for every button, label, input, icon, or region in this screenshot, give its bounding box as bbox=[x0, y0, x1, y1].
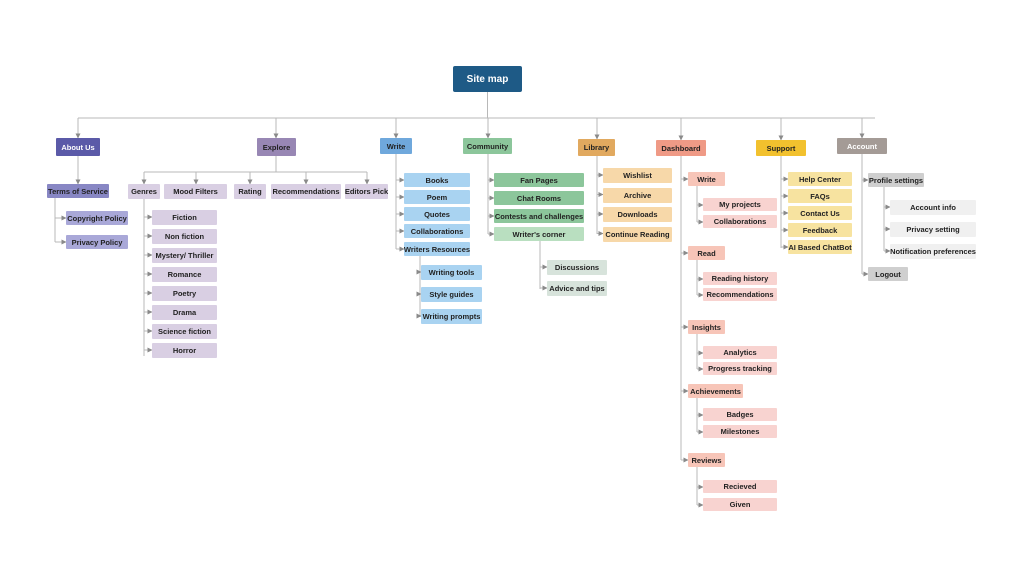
node-profile-settings: Profile settings bbox=[868, 173, 924, 187]
node-writers-resources: Writers Resources bbox=[404, 242, 470, 256]
node-recommendations: Recommendations bbox=[271, 184, 341, 199]
node-recommendations: Recommendations bbox=[703, 288, 777, 301]
node-editors-pick: Editors Pick bbox=[345, 184, 388, 199]
node-given: Given bbox=[703, 498, 777, 511]
node-privacy-setting: Privacy setting bbox=[890, 222, 976, 237]
node-wishlist: Wishlist bbox=[603, 168, 672, 183]
node-site-map: Site map bbox=[453, 66, 522, 92]
node-community: Community bbox=[463, 138, 512, 154]
node-drama: Drama bbox=[152, 305, 217, 320]
node-account: Account bbox=[837, 138, 887, 154]
node-archive: Archive bbox=[603, 187, 672, 203]
node-read: Read bbox=[688, 246, 725, 260]
node-romance: Romance bbox=[152, 267, 217, 282]
node-reviews: Reviews bbox=[688, 453, 725, 467]
node-contests-and-challenges: Contests and challenges bbox=[494, 209, 584, 223]
node-style-guides: Style guides bbox=[421, 287, 482, 302]
node-fan-pages: Fan Pages bbox=[494, 173, 584, 187]
node-ai-based-chatbot: AI Based ChatBot bbox=[788, 240, 852, 254]
node-dashboard: Dashboard bbox=[656, 140, 706, 156]
node-progress-tracking: Progress tracking bbox=[703, 362, 777, 375]
node-writing-prompts: Writing prompts bbox=[421, 309, 482, 324]
node-collaborations: Collaborations bbox=[404, 224, 470, 238]
node-recieved: Recieved bbox=[703, 480, 777, 493]
node-rating: Rating bbox=[234, 184, 266, 199]
node-downloads: Downloads bbox=[603, 207, 672, 222]
node-insights: Insights bbox=[688, 320, 725, 334]
node-collaborations: Collaborations bbox=[703, 215, 777, 228]
node-privacy-policy: Privacy Policy bbox=[66, 235, 128, 249]
node-faqs: FAQs bbox=[788, 189, 852, 203]
node-explore: Explore bbox=[257, 138, 296, 156]
node-reading-history: Reading history bbox=[703, 272, 777, 285]
node-writing-tools: Writing tools bbox=[421, 265, 482, 280]
node-notification-preferences: Notification preferences bbox=[890, 244, 976, 259]
node-genres: Genres bbox=[128, 184, 160, 199]
node-logout: Logout bbox=[868, 267, 908, 281]
node-terms-of-service: Terms of Service bbox=[47, 184, 109, 198]
node-mystery-thriller: Mystery/ Thriller bbox=[152, 248, 217, 263]
node-write: Write bbox=[380, 138, 412, 154]
node-my-projects: My projects bbox=[703, 198, 777, 211]
node-science-fiction: Science fiction bbox=[152, 324, 217, 339]
node-feedback: Feedback bbox=[788, 223, 852, 237]
node-continue-reading: Continue Reading bbox=[603, 226, 672, 242]
node-achievements: Achievements bbox=[688, 384, 743, 398]
node-writer-s-corner: Writer's corner bbox=[494, 227, 584, 241]
node-horror: Horror bbox=[152, 343, 217, 358]
node-write: Write bbox=[688, 172, 725, 186]
node-analytics: Analytics bbox=[703, 346, 777, 359]
node-mood-filters: Mood Filters bbox=[164, 184, 227, 199]
node-about-us: About Us bbox=[56, 138, 100, 156]
node-badges: Badges bbox=[703, 408, 777, 421]
node-chat-rooms: Chat Rooms bbox=[494, 191, 584, 205]
node-library: Library bbox=[578, 139, 615, 156]
node-poem: Poem bbox=[404, 190, 470, 204]
node-poetry: Poetry bbox=[152, 286, 217, 301]
node-fiction: Fiction bbox=[152, 210, 217, 225]
node-non-fiction: Non fiction bbox=[152, 229, 217, 244]
node-contact-us: Contact Us bbox=[788, 206, 852, 220]
node-books: Books bbox=[404, 173, 470, 187]
node-milestones: Milestones bbox=[703, 425, 777, 438]
node-copyright-policy: Copyright Policy bbox=[66, 211, 128, 225]
node-quotes: Quotes bbox=[404, 207, 470, 221]
node-discussions: Discussions bbox=[547, 260, 607, 275]
node-help-center: Help Center bbox=[788, 172, 852, 186]
node-support: Support bbox=[756, 140, 806, 156]
node-advice-and-tips: Advice and tips bbox=[547, 281, 607, 296]
node-account-info: Account info bbox=[890, 200, 976, 215]
